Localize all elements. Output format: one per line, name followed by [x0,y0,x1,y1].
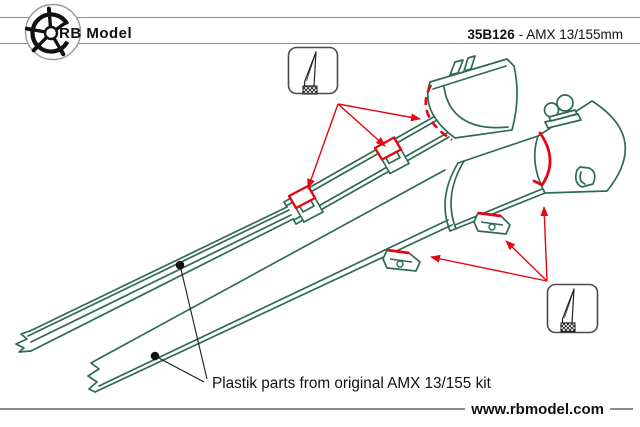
red-arrow [307,103,339,189]
barrel-cradle [426,55,518,139]
product-title: 35B126- AMX 13/155mm [467,27,623,42]
barrel-clamp-2 [373,136,410,175]
leader-line [154,355,205,383]
cut-highlight [386,248,410,255]
upper-barrel-break-edge [15,330,32,353]
cradle-latch [463,55,476,72]
cut-line-dashed-arc [424,84,453,142]
cut-line-solid-arc [532,131,552,187]
red-arrow [337,103,386,147]
red-arrow [430,254,548,282]
cut-highlight [477,211,502,218]
website-url: www.rbmodel.com [465,401,610,418]
logo-text: RB Model [59,25,133,42]
product-code: 35B126 [467,27,515,42]
hobby-knife-icon [302,51,318,95]
red-arrow [540,206,549,282]
mount-bracket-1 [473,211,511,235]
diagram-caption: Plastik parts from original AMX 13/155 k… [212,375,492,392]
step-ring-front [444,162,459,232]
header-rule-top [0,16,640,18]
step-ring-back [450,160,465,230]
lower-barrel-break-edge [87,357,101,393]
footer-rule [0,408,633,410]
sleeve-top-cylinder-2 [556,94,574,112]
brand-logo: RB Model [0,0,200,64]
cut-highlight [287,184,317,210]
cradle-latch [449,59,464,76]
red-arrow [337,103,421,122]
cut-indicator-box-1 [287,46,339,95]
hobby-knife-icon [560,288,576,333]
recoil-sleeve [533,94,627,194]
leader-line [179,264,208,380]
red-arrow [505,240,548,282]
leader-dot [175,260,185,270]
leader-dot [150,351,160,361]
barrel-clamp-1 [287,184,324,223]
mount-bracket-2 [382,248,421,272]
caption-leaders [154,264,208,383]
header-rule-bottom [0,42,640,44]
cut-indicator-box-2 [546,283,599,334]
product-name: - AMX 13/155mm [518,27,623,42]
ship-wheel-icon [24,3,82,61]
cut-highlight [373,136,403,161]
cut-arrows [307,103,549,282]
